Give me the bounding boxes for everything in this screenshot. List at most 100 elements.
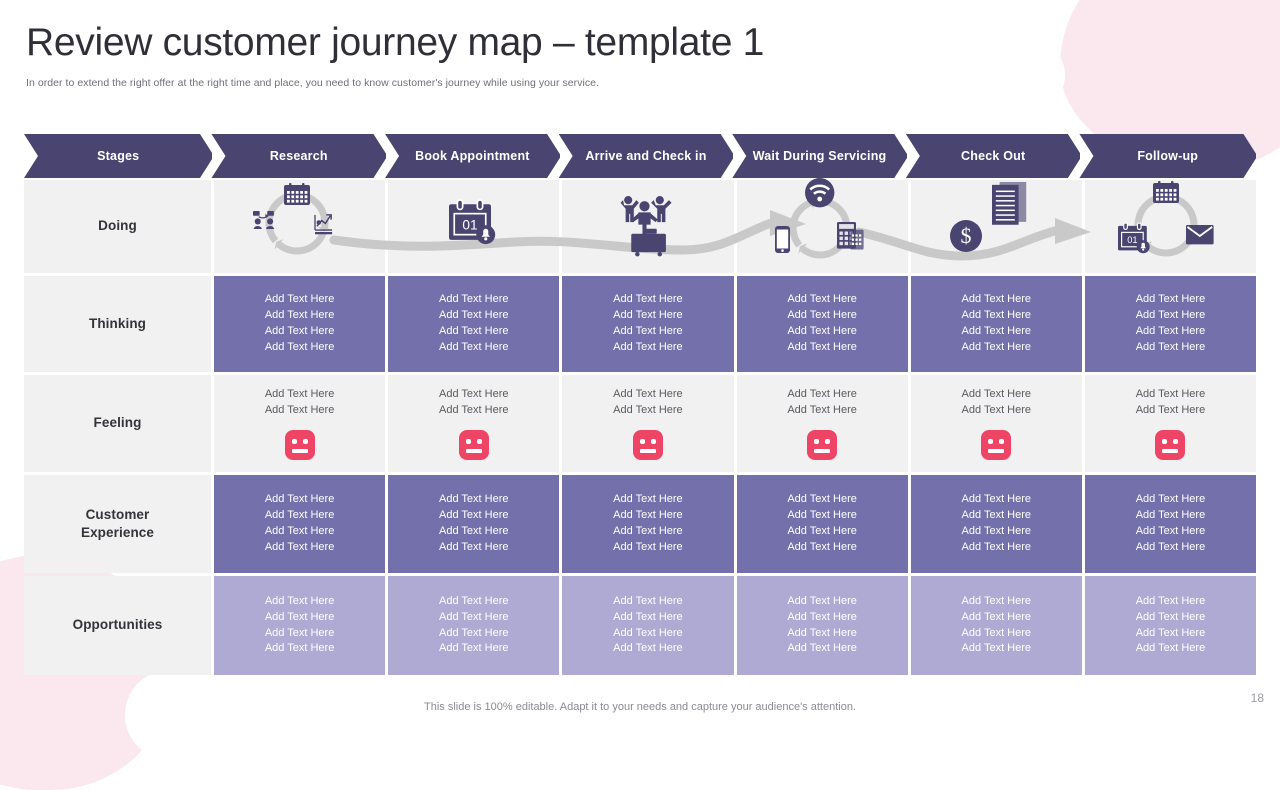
cell-text-line: Add Text Here [439,325,509,337]
journey-cell-doing-1[interactable]: 01 [388,180,560,273]
cell-text-line: Add Text Here [1135,293,1206,306]
neutral-face-icon[interactable] [1155,430,1186,461]
page-subtitle: In order to extend the right offer at th… [26,77,600,89]
stage-header-follow-up[interactable]: Follow-up [1079,134,1257,178]
cell-text-line: Add Text Here [961,340,1032,353]
journey-cell-doing-5[interactable]: 01 [1084,180,1257,273]
cell-text-line: Add Text Here [1135,387,1206,400]
cell-text-line: Add Text Here [264,293,335,306]
decorative-blob-notch-top [995,40,1065,110]
cell-text-line: Add Text Here [961,626,1032,639]
cell-text-line: Add Text Here [613,525,683,537]
row-label-feeling[interactable]: Feeling [24,375,211,472]
cell-text-line: Add Text Here [264,403,335,416]
cell-text-line: Add Text Here [1135,493,1206,506]
neutral-face-icon[interactable] [284,430,315,461]
neutral-face-icon[interactable] [632,430,663,461]
neutral-face-icon[interactable] [458,430,489,461]
stage-header-label: Stages [97,149,140,163]
svg-text:$: $ [961,223,972,248]
cell-text-line: Add Text Here [439,509,509,522]
stage-header-arrive-and-check-in[interactable]: Arrive and Check in [558,134,734,178]
stage-header-label: Research [269,149,328,163]
cell-text-line: Add Text Here [787,340,857,353]
row-label-opp[interactable]: Opportunities [24,576,211,675]
svg-text:01: 01 [1128,235,1138,245]
cell-text-line: Add Text Here [961,387,1032,400]
cell-text-line: Add Text Here [613,594,683,607]
stage-header-stages[interactable]: Stages [24,134,213,178]
cell-text-line: Add Text Here [264,325,335,337]
cell-text-line: Add Text Here [439,403,509,416]
journey-cell-doing-3[interactable] [736,178,908,273]
stage-header-check-out[interactable]: Check Out [905,134,1081,178]
journey-cell-doing-0[interactable] [214,179,386,274]
cell-text-line: Add Text Here [787,626,857,639]
cell-text-line: Add Text Here [439,610,509,623]
cell-text-line: Add Text Here [439,525,509,537]
cell-text-line: Add Text Here [264,525,335,537]
stage-header-book-appointment[interactable]: Book Appointment [385,134,560,178]
cell-text-line: Add Text Here [787,610,857,623]
neutral-face-icon[interactable] [807,430,838,461]
footer-note: This slide is 100% editable. Adapt it to… [424,701,856,713]
stage-header-research[interactable]: Research [211,134,387,178]
journey-cell-doing-4[interactable]: $ [910,180,1082,273]
cell-text-line: Add Text Here [264,387,335,400]
cell-text-line: Add Text Here [961,642,1032,655]
journey-cell-doing-2[interactable] [562,180,734,273]
cell-text-line: Add Text Here [1135,509,1206,522]
cell-text-line: Add Text Here [1135,309,1206,322]
row-label-doing[interactable]: Doing [24,180,211,273]
research-cycle-icon [245,179,355,274]
cell-text-line: Add Text Here [264,309,335,322]
row-label-thinking[interactable]: Thinking [24,276,211,372]
cell-text-line: Add Text Here [439,642,509,655]
stage-header-wait-during-servicing[interactable]: Wait During Servicing [732,134,907,178]
cell-text-line: Add Text Here [613,293,683,306]
journey-row-doing: Doing 01 $01 [24,178,1257,274]
neutral-face-icon[interactable] [981,430,1012,461]
page-number: 18 [1250,691,1264,705]
